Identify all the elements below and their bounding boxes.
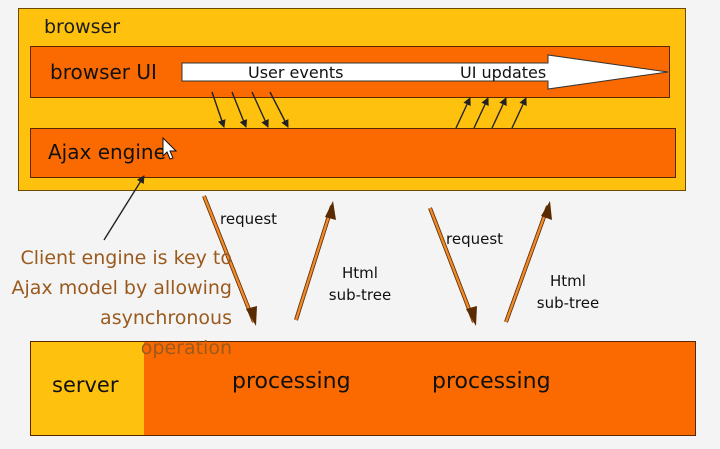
response-label-2: Html sub-tree — [530, 270, 606, 314]
server-cell — [31, 342, 144, 435]
processing-label-2: processing — [432, 369, 551, 394]
note-line-3: asynchronous operation — [100, 307, 232, 359]
request-arrow-2 — [428, 207, 477, 326]
ajax-engine-label: Ajax engine — [48, 140, 166, 164]
browser-ui-label: browser UI — [50, 60, 157, 84]
ui-updates-label: UI updates — [460, 63, 547, 82]
note-line-1: Client engine is key to — [20, 247, 232, 269]
request-label-1: request — [220, 210, 278, 228]
ajax-engine-bar — [30, 128, 676, 178]
note-pointer-line — [103, 175, 145, 241]
user-events-label: User events — [248, 63, 344, 82]
browser-label: browser — [44, 16, 121, 38]
response-arrow-1 — [294, 201, 336, 321]
user-events-arrow — [181, 54, 669, 90]
response-line2-1: sub-tree — [328, 286, 392, 304]
response-label-1: Html sub-tree — [322, 262, 398, 306]
update-arrows-up — [455, 97, 527, 129]
response-line1-1: Html — [342, 264, 378, 282]
processing-label-1: processing — [232, 369, 351, 394]
mouse-pointer-icon — [162, 136, 178, 160]
server-label: server — [52, 373, 119, 397]
request-arrow-1 — [202, 195, 257, 326]
note-line-2: Ajax model by allowing — [11, 277, 233, 299]
request-label-2: request — [446, 230, 504, 248]
response-line2-2: sub-tree — [536, 294, 600, 312]
event-arrows-down — [211, 91, 289, 128]
response-line1-2: Html — [550, 272, 586, 290]
client-engine-note: Client engine is key to Ajax model by al… — [4, 243, 233, 363]
response-arrow-2 — [504, 201, 552, 323]
